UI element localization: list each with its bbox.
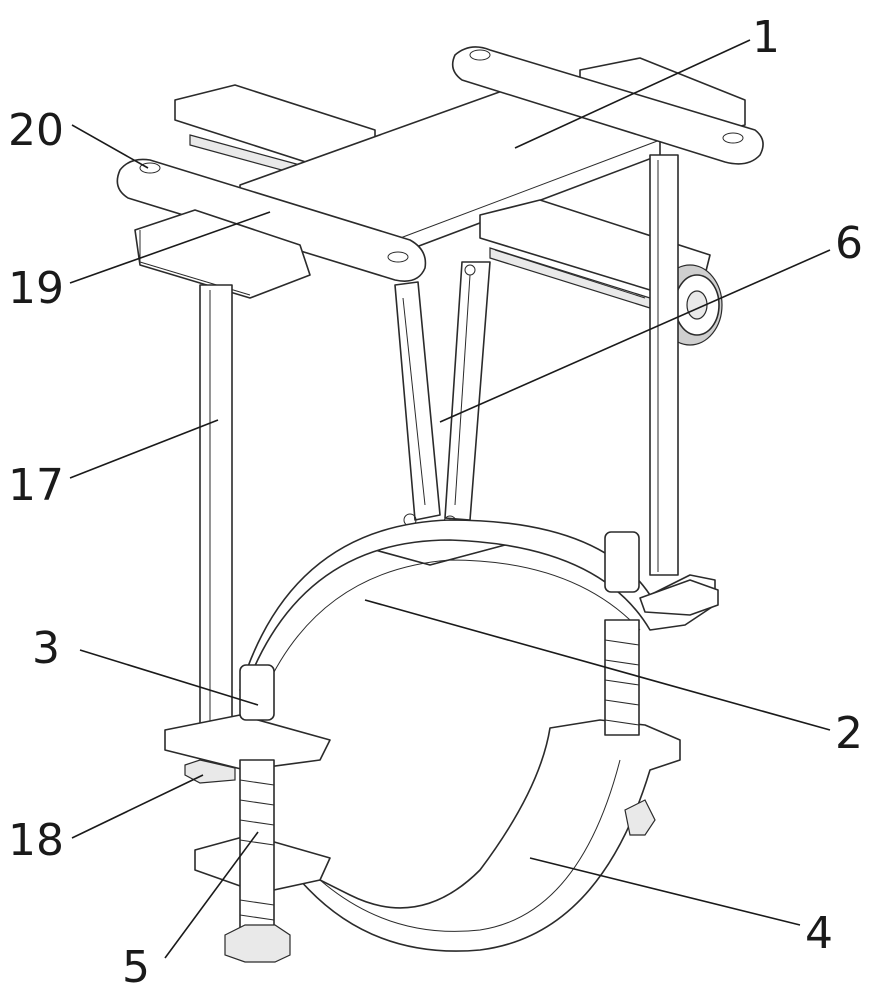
callout-2: 2: [835, 708, 863, 759]
callout-4: 4: [805, 908, 833, 959]
leader-2: [365, 600, 830, 730]
leader-18: [72, 775, 203, 838]
callout-20: 20: [8, 105, 64, 156]
leader-17: [70, 420, 218, 478]
callout-3: 3: [32, 623, 60, 674]
leader-20: [72, 125, 148, 168]
callout-6: 6: [835, 218, 863, 269]
callout-5: 5: [122, 942, 150, 993]
left-post: [200, 285, 232, 730]
callout-18: 18: [8, 815, 64, 866]
left-bolt: [225, 665, 290, 962]
callout-17: 17: [8, 460, 64, 511]
right-post: [650, 155, 678, 575]
callout-19: 19: [8, 263, 64, 314]
callout-1: 1: [752, 12, 780, 63]
linkage-arms: [395, 262, 490, 528]
